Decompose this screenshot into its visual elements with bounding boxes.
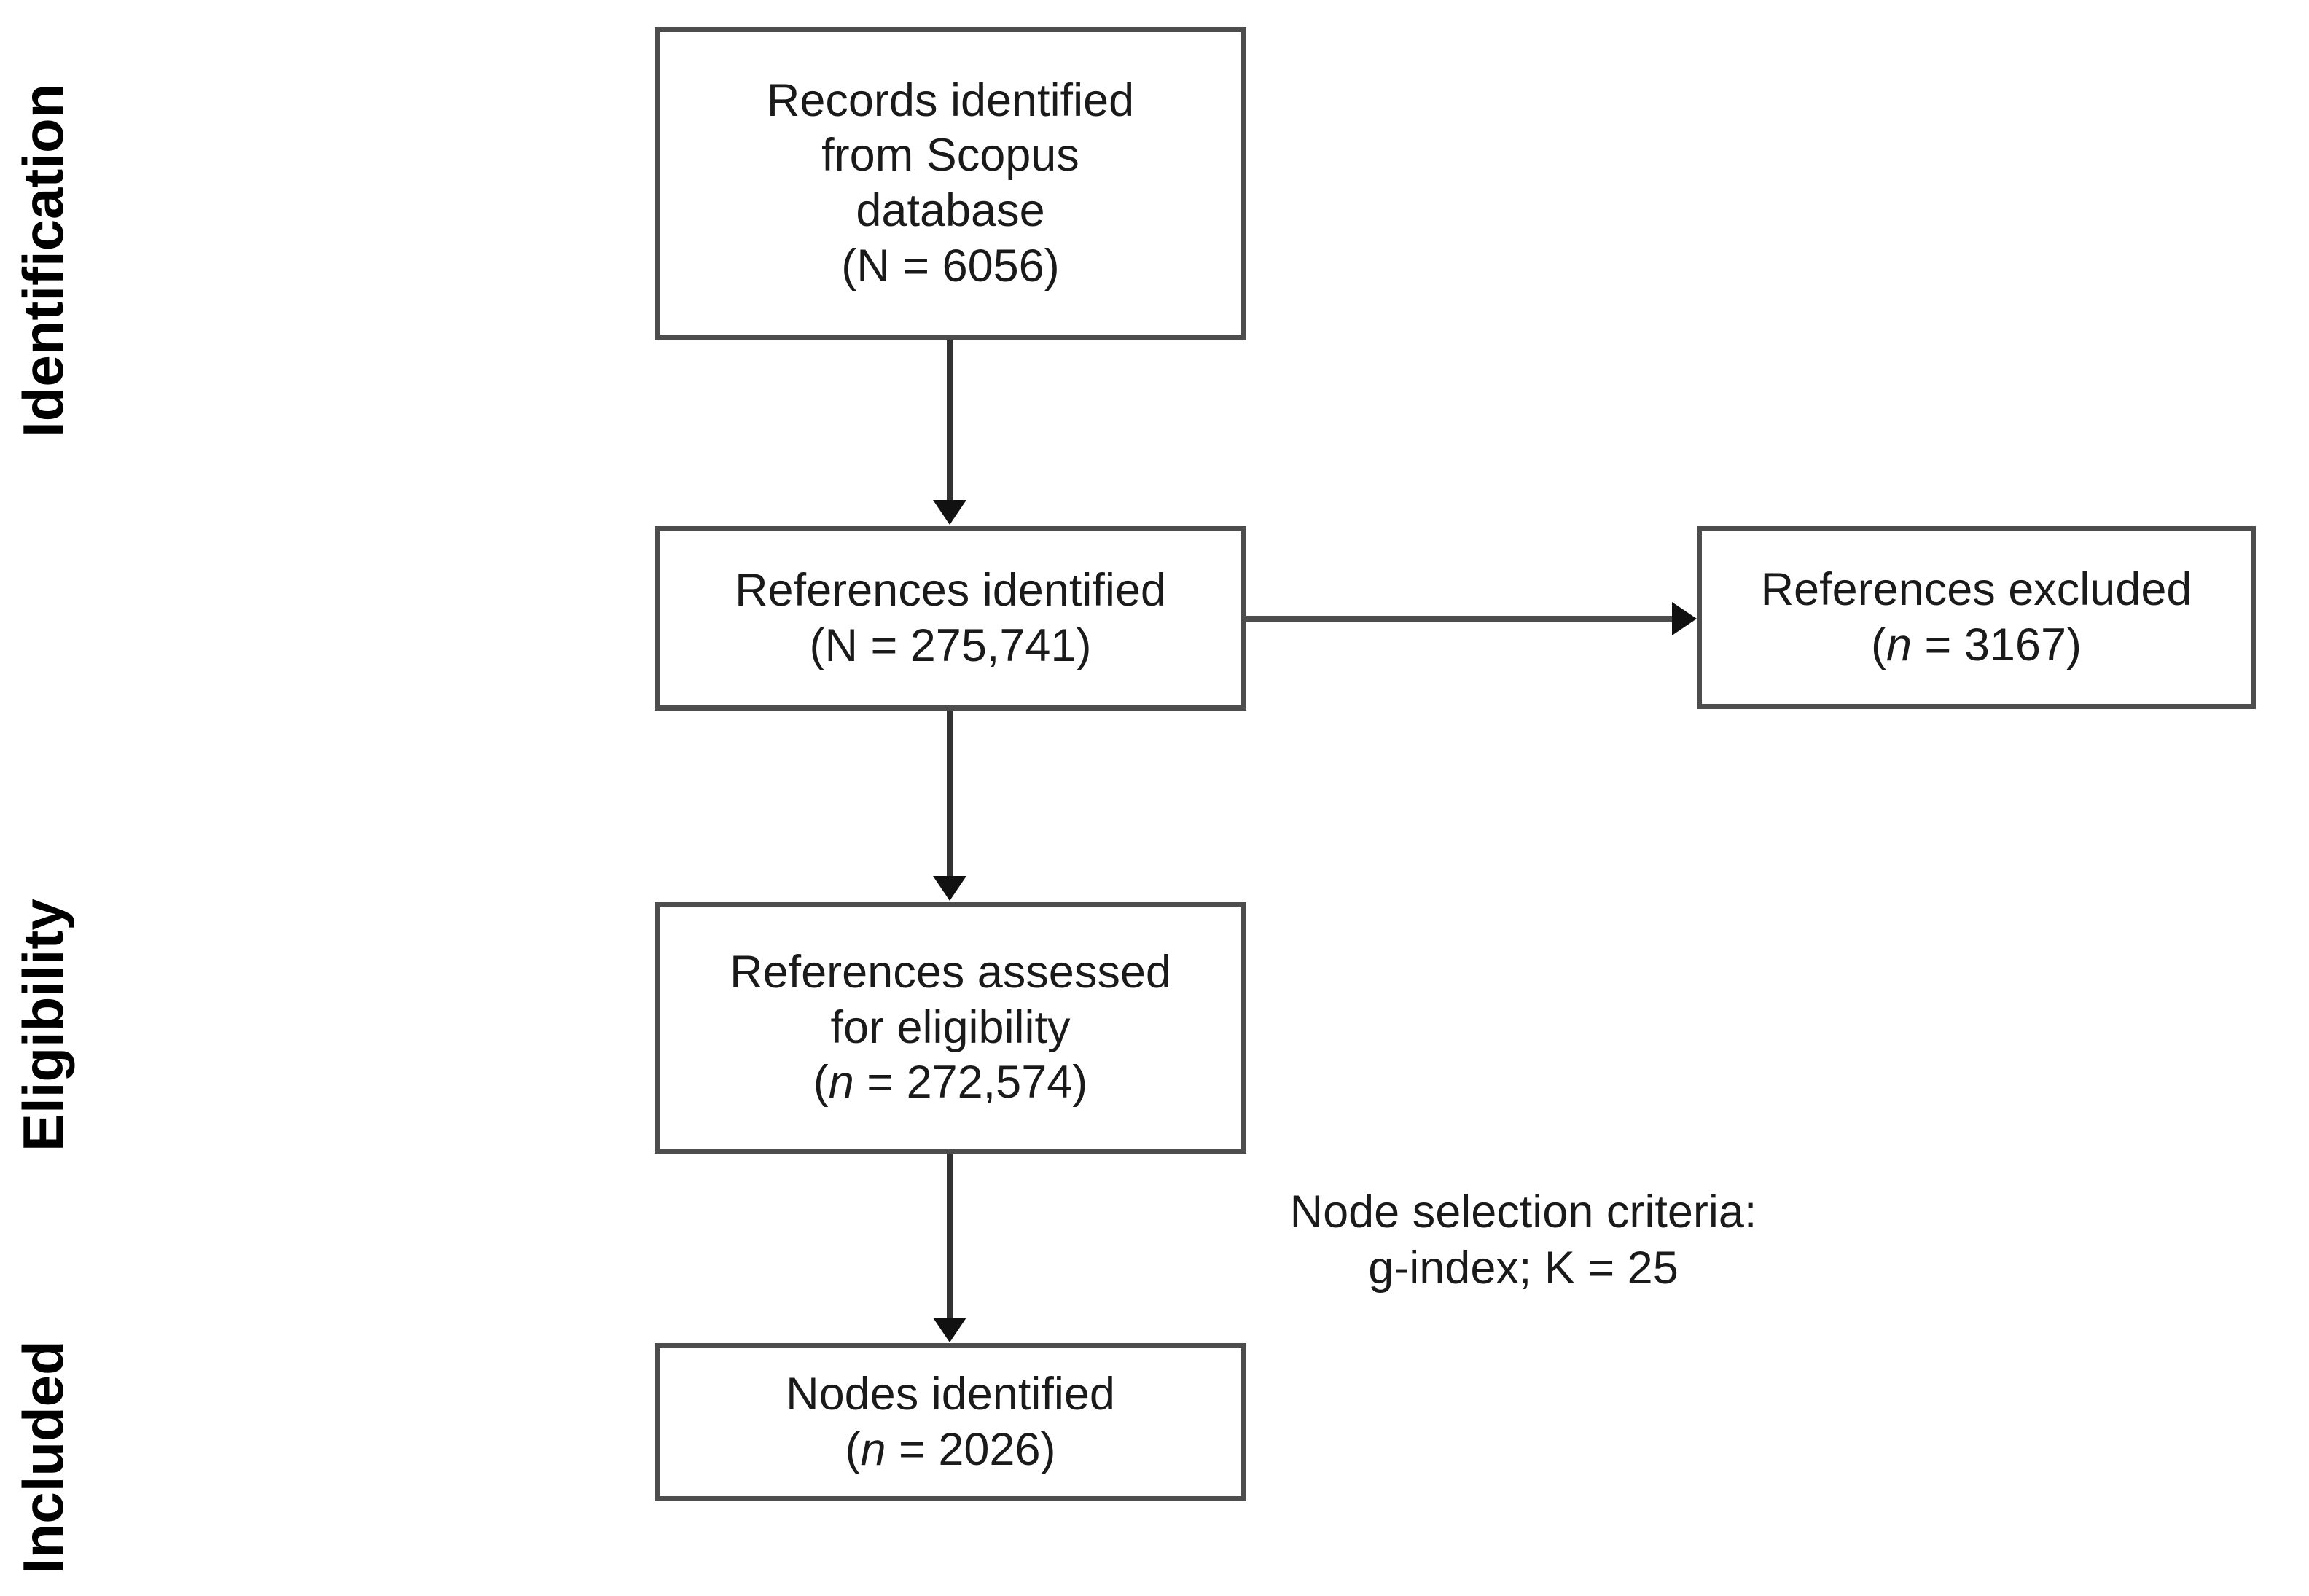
box-references-excluded-count-symbol: n — [1886, 619, 1913, 670]
box-nodes-identified-count-value: 2026 — [938, 1423, 1041, 1475]
connector-references-to-excluded — [1246, 616, 1673, 622]
arrowhead-references-to-assessed — [933, 876, 966, 901]
box-references-identified: References identified (N = 275,741) — [655, 526, 1246, 711]
box-references-assessed-count-symbol: n — [828, 1057, 854, 1108]
box-references-assessed-count: (n = 272,574) — [813, 1057, 1088, 1108]
box-references-excluded-count-value: 3167 — [1964, 619, 2066, 670]
connector-records-to-references — [947, 340, 953, 502]
phase-label-eligibility: Eligibility — [11, 899, 75, 1151]
annotation-node-selection-criteria: Node selection criteria: g-index; K = 25 — [1239, 1184, 1808, 1296]
box-references-identified-count: (N = 275,741) — [809, 619, 1092, 671]
connector-assessed-to-nodes — [947, 1154, 953, 1319]
box-references-excluded: References excluded (n = 3167) — [1697, 526, 2256, 709]
box-references-assessed-line-2: for eligibility — [830, 1001, 1071, 1053]
box-references-excluded-text: References excluded (n = 3167) — [1702, 563, 2251, 673]
phase-label-included: Included — [11, 1340, 75, 1574]
connector-references-to-assessed — [947, 711, 953, 877]
box-references-excluded-line-1: References excluded — [1760, 563, 2192, 615]
box-records-identified-line-2: from Scopus — [821, 130, 1079, 181]
annotation-line-1: Node selection criteria: — [1289, 1186, 1757, 1237]
arrowhead-assessed-to-nodes — [933, 1318, 966, 1342]
box-nodes-identified-text: Nodes identified (n = 2026) — [660, 1367, 1241, 1477]
box-records-identified: Records identified from Scopus database … — [655, 27, 1246, 340]
box-references-excluded-count: (n = 3167) — [1871, 619, 2082, 670]
box-references-identified-text: References identified (N = 275,741) — [660, 563, 1241, 673]
annotation-line-2: g-index; K = 25 — [1368, 1242, 1679, 1294]
box-records-identified-line-3: database — [856, 185, 1045, 236]
arrowhead-records-to-references — [933, 500, 966, 525]
box-nodes-identified-line-1: Nodes identified — [786, 1368, 1115, 1420]
box-references-assessed-line-1: References assessed — [730, 947, 1171, 998]
box-records-identified-text: Records identified from Scopus database … — [660, 74, 1241, 294]
box-references-assessed: References assessed for eligibility (n =… — [655, 902, 1246, 1154]
box-nodes-identified-count: (n = 2026) — [845, 1423, 1056, 1475]
box-nodes-identified: Nodes identified (n = 2026) — [655, 1343, 1246, 1501]
box-records-identified-line-1: Records identified — [766, 74, 1135, 126]
box-references-assessed-count-value: 272,574 — [906, 1057, 1073, 1108]
arrowhead-references-to-excluded — [1672, 602, 1697, 635]
box-records-identified-count: (N = 6056) — [841, 240, 1060, 292]
box-references-identified-line-1: References identified — [735, 564, 1166, 616]
box-references-assessed-text: References assessed for eligibility (n =… — [660, 945, 1241, 1111]
phase-label-identification: Identification — [11, 83, 75, 437]
box-nodes-identified-count-symbol: n — [860, 1423, 886, 1475]
